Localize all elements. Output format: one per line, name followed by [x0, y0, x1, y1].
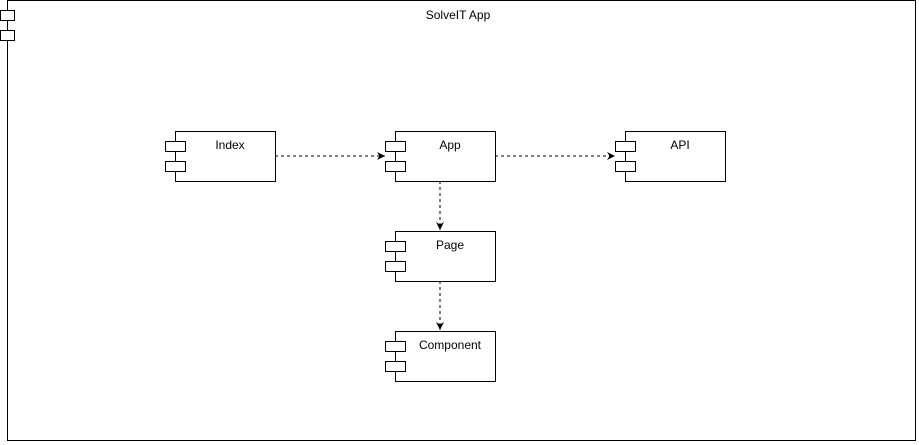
component-page[interactable]: Page	[385, 231, 496, 282]
component-box	[395, 331, 496, 382]
dependency-edges	[275, 152, 615, 330]
component-port-bottom	[385, 161, 406, 172]
component-port-bottom	[385, 261, 406, 272]
component-component[interactable]: Component	[385, 331, 496, 382]
component-api[interactable]: API	[615, 131, 726, 182]
component-port-top	[385, 241, 406, 252]
component-port-top	[385, 141, 406, 152]
component-box	[175, 131, 276, 182]
component-port-bottom	[165, 161, 186, 172]
component-port-top	[615, 141, 636, 152]
component-label: Index	[215, 138, 244, 152]
component-box	[625, 131, 726, 182]
container-port-top	[0, 10, 15, 21]
component-box	[395, 231, 496, 282]
component-label: App	[439, 138, 461, 152]
component-label: Component	[419, 338, 482, 352]
component-port-top	[165, 141, 186, 152]
component-label: API	[670, 138, 689, 152]
component-port-bottom	[385, 361, 406, 372]
component-app[interactable]: App	[385, 131, 496, 182]
component-port-top	[385, 341, 406, 352]
component-index[interactable]: Index	[165, 131, 276, 182]
component-port-bottom	[615, 161, 636, 172]
container-port-bottom	[0, 30, 15, 41]
component-label: Page	[436, 238, 464, 252]
container-title: SolveIT App	[426, 8, 491, 22]
component-box	[395, 131, 496, 182]
